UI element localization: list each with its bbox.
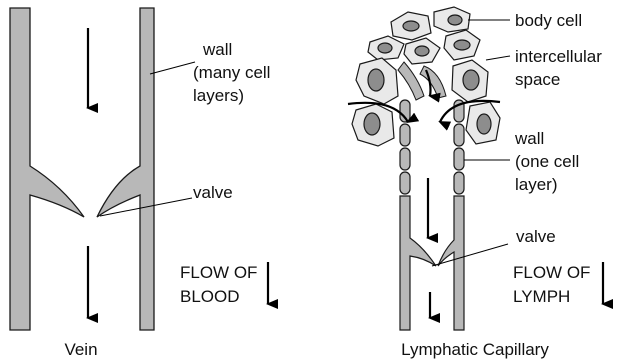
body-cell	[444, 30, 480, 60]
fluid-path-right	[420, 66, 446, 98]
intercellular-pointer	[486, 56, 510, 60]
vein-left-wall	[10, 8, 84, 330]
body-cell-label: body cell	[515, 11, 582, 30]
vein-right-wall	[97, 8, 154, 330]
vein-title: Vein	[64, 340, 97, 359]
vein-wall-label-2: (many cell	[193, 63, 270, 82]
capillary-wall-label-1: wall	[514, 129, 544, 148]
vein-wall-label-1: wall	[202, 40, 232, 59]
lymph-flow-label-2: LYMPH	[513, 287, 570, 306]
vein-flow-label-2: BLOOD	[180, 287, 240, 306]
lymph-flow-label-1: FLOW OF	[513, 263, 590, 282]
vein: wall (many cell layers) valve FLOW OF BL…	[10, 8, 270, 359]
body-cell	[391, 12, 431, 40]
body-cell	[434, 7, 470, 32]
vein-valve-label: valve	[193, 183, 233, 202]
body-cell	[404, 38, 440, 64]
intercellular-label-1: intercellular	[515, 47, 602, 66]
body-cell	[452, 60, 488, 102]
lymphatic-capillary: body cell intercellular space wall (one …	[348, 7, 603, 359]
vein-wall-label-3: layers)	[193, 86, 244, 105]
body-cell	[356, 58, 398, 104]
fluid-path-left	[398, 62, 424, 100]
body-cell	[368, 36, 404, 60]
capillary-right-wall	[438, 100, 464, 330]
capillary-valve-label: valve	[516, 227, 556, 246]
intercellular-label-2: space	[515, 70, 560, 89]
capillary-wall-label-3: layer)	[515, 175, 558, 194]
lymphatic-title: Lymphatic Capillary	[401, 340, 549, 359]
body-cell	[352, 104, 394, 146]
vein-wall-pointer	[150, 62, 195, 74]
body-cell	[466, 102, 500, 144]
capillary-wall-label-2: (one cell	[515, 152, 579, 171]
vein-flow-label-1: FLOW OF	[180, 263, 257, 282]
